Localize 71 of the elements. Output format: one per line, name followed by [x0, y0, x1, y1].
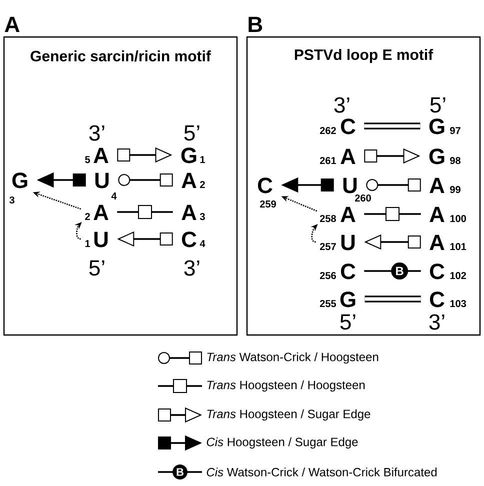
position-number: 256	[320, 272, 336, 280]
strand-end-label: 5’	[340, 314, 356, 330]
position-number: 260	[355, 194, 371, 202]
legend-text: Trans Hoogsteen / Hoogsteen	[207, 380, 365, 392]
position-number: 5	[85, 156, 90, 164]
strand-end-label: 3’	[334, 97, 350, 113]
base-pair-symbol	[117, 205, 173, 219]
nucleotide: C	[340, 118, 356, 134]
nucleotide: C	[258, 178, 272, 194]
position-number: 3	[9, 196, 14, 204]
position-number: 98	[450, 157, 461, 164]
base-pair-symbol	[366, 178, 421, 192]
position-number: 103	[450, 300, 466, 308]
nucleotide: A	[430, 206, 444, 222]
nucleotide: G	[181, 148, 196, 164]
nucleotide: A	[94, 204, 108, 220]
position-number: 4	[200, 240, 206, 247]
position-number: 1	[85, 240, 90, 247]
nucleotide: A	[182, 204, 196, 220]
nucleotide: G	[12, 172, 28, 188]
legend-text: Trans Hoogsteen / Sugar Edge	[207, 409, 370, 421]
strand-end-label: 3’	[184, 260, 200, 276]
nucleotide: G	[429, 148, 444, 164]
nucleotide: A	[340, 148, 356, 164]
nucleotide: U	[95, 172, 109, 188]
base-pair-symbol	[364, 207, 421, 221]
edge-label: B	[391, 262, 408, 280]
nucleotide: A	[340, 206, 356, 222]
strand-end-label: 5’	[184, 125, 200, 141]
panel-letter: B	[248, 16, 262, 32]
position-number: 2	[85, 213, 90, 220]
base-pair-symbol	[364, 122, 420, 130]
position-number: 4	[111, 192, 117, 200]
position-number: 262	[320, 127, 336, 134]
nucleotide: U	[341, 234, 355, 250]
position-number: 101	[450, 243, 466, 250]
position-number: 259	[260, 200, 276, 208]
nucleotide: C	[182, 232, 196, 248]
position-number: 257	[320, 243, 336, 250]
legend-text: Cis Watson-Crick / Watson-Crick Bifurcated	[206, 468, 437, 476]
position-number: 102	[450, 272, 466, 280]
position-number: 1	[200, 156, 205, 163]
position-number: 258	[320, 215, 336, 222]
strand-end-label: 3’	[89, 125, 104, 141]
position-number: 3	[200, 213, 205, 220]
nucleotide: A	[430, 234, 444, 250]
position-number: 100	[450, 215, 466, 222]
nucleotide: A	[94, 148, 108, 163]
panel-letter: A	[4, 16, 20, 32]
base-pair-symbol	[364, 296, 421, 302]
position-number: 261	[320, 157, 336, 164]
position-number: 99	[450, 186, 460, 194]
strand-end-label: 5’	[89, 260, 104, 276]
nucleotide: C	[430, 292, 444, 308]
position-number: 255	[320, 300, 336, 308]
nucleotide: G	[429, 118, 444, 134]
nucleotide: G	[340, 292, 356, 308]
position-number: 2	[200, 181, 205, 188]
strand-end-label: 3’	[429, 314, 444, 330]
nucleotide: A	[182, 172, 196, 188]
nucleotide: C	[340, 264, 356, 280]
nucleotide: A	[430, 178, 444, 193]
strand-end-label: 5’	[430, 97, 446, 113]
base-pair-symbol	[364, 270, 421, 272]
nucleotide: U	[343, 178, 357, 194]
position-number: 97	[450, 127, 460, 134]
base-pair-symbol	[118, 174, 173, 186]
legend-text: Trans Watson-Crick / Hoogsteen	[207, 352, 378, 364]
legend-text: Cis Hoogsteen / Sugar Edge	[206, 437, 358, 449]
nucleotide: U	[94, 232, 108, 248]
nucleotide: C	[430, 264, 444, 280]
